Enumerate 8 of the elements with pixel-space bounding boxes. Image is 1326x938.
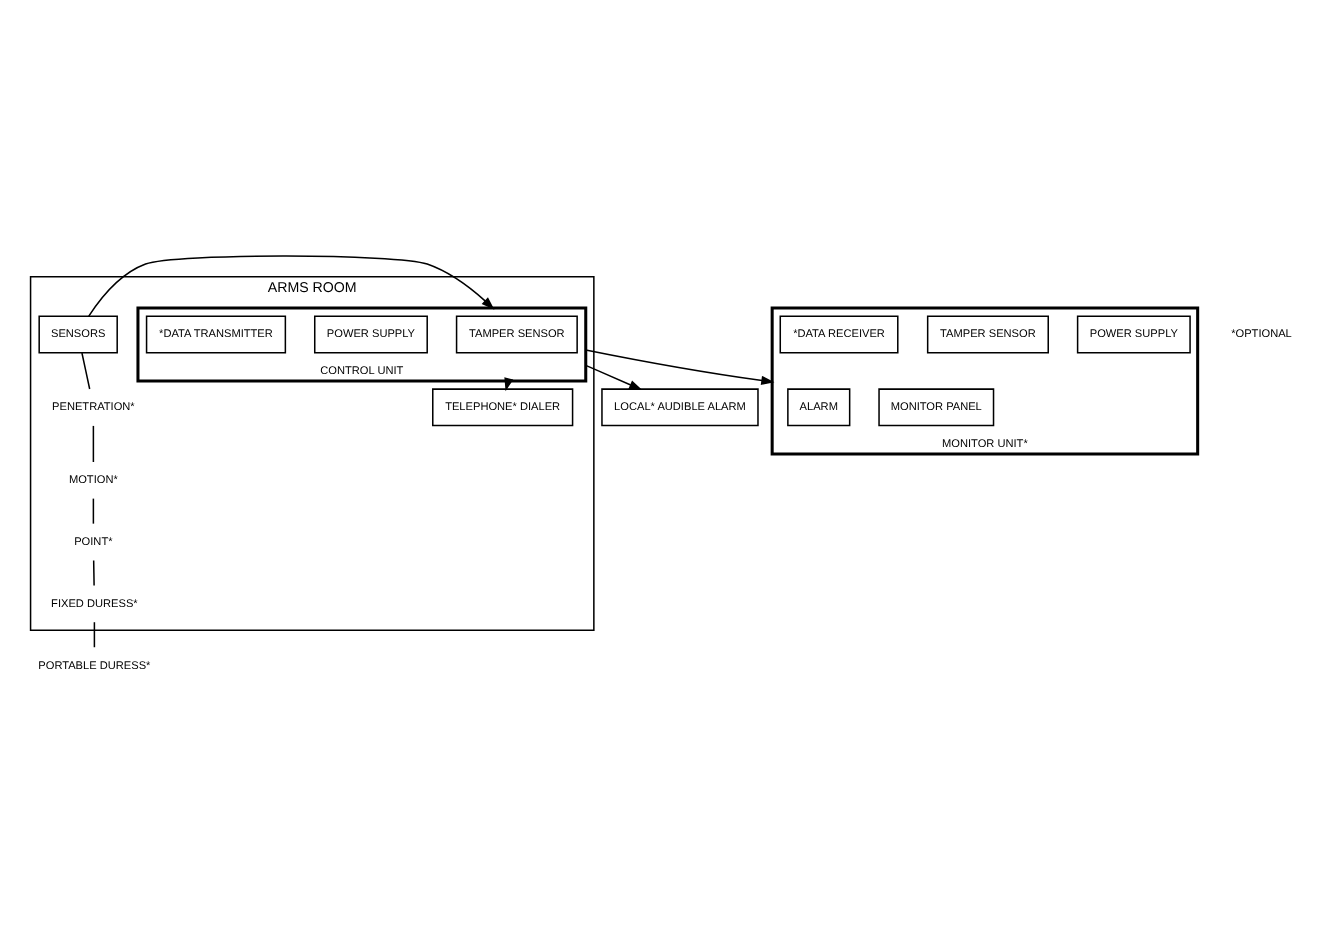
arrow (585, 363, 643, 389)
connector (93, 620, 96, 647)
arrow (88, 254, 495, 316)
connector (92, 558, 95, 586)
connector (92, 424, 95, 462)
connector (92, 496, 95, 524)
connector (81, 351, 91, 389)
arrow (585, 348, 775, 385)
